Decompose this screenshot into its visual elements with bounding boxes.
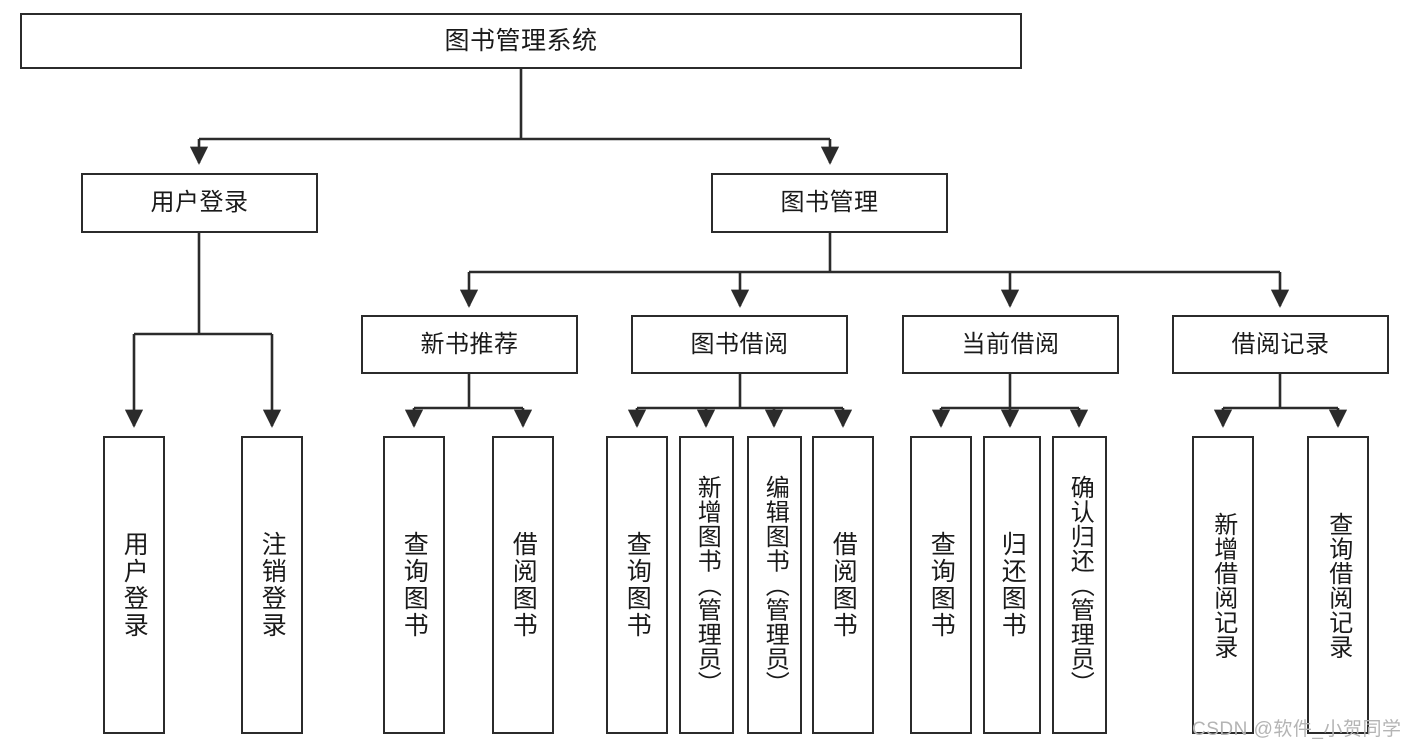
node-label: 当前借阅 <box>961 330 1060 358</box>
node-label: 新书推荐 <box>420 330 519 358</box>
leaf-new-book-borrow[interactable]: 借阅图书 <box>492 436 554 734</box>
node-label: 查询图书 <box>400 531 429 639</box>
node-label: 用户登录 <box>120 531 149 639</box>
node-borrow-record[interactable]: 借阅记录 <box>1172 315 1389 374</box>
leaf-user-login-logout[interactable]: 注销登录 <box>241 436 303 734</box>
leaf-book-borrow-borrow[interactable]: 借阅图书 <box>812 436 874 734</box>
node-label: 归还图书 <box>998 531 1027 639</box>
node-label: 图书管理系统 <box>444 26 598 55</box>
node-label: 确认归还（管理员） <box>1066 474 1094 696</box>
node-label: 借阅图书 <box>829 531 858 639</box>
csdn-watermark: CSDN @软件_小贺同学 <box>1192 719 1402 740</box>
node-label: 查询图书 <box>927 531 956 639</box>
leaf-current-borrow-return[interactable]: 归还图书 <box>983 436 1041 734</box>
node-book-borrow[interactable]: 图书借阅 <box>631 315 848 374</box>
leaf-current-borrow-query[interactable]: 查询图书 <box>910 436 972 734</box>
node-new-book-recommend[interactable]: 新书推荐 <box>361 315 578 374</box>
node-current-borrow[interactable]: 当前借阅 <box>902 315 1119 374</box>
leaf-borrow-record-query[interactable]: 查询借阅记录 <box>1307 436 1369 734</box>
node-label: 图书管理 <box>780 189 879 217</box>
leaf-user-login-login[interactable]: 用户登录 <box>103 436 165 734</box>
node-label: 借阅图书 <box>509 531 538 639</box>
node-label: 查询借阅记录 <box>1324 511 1352 659</box>
leaf-book-borrow-add-admin[interactable]: 新增图书（管理员） <box>679 436 734 734</box>
leaf-new-book-query[interactable]: 查询图书 <box>383 436 445 734</box>
node-label: 新增借阅记录 <box>1209 511 1237 659</box>
leaf-borrow-record-add[interactable]: 新增借阅记录 <box>1192 436 1254 734</box>
node-root-system[interactable]: 图书管理系统 <box>20 13 1022 69</box>
leaf-book-borrow-edit-admin[interactable]: 编辑图书（管理员） <box>747 436 802 734</box>
leaf-book-borrow-query[interactable]: 查询图书 <box>606 436 668 734</box>
node-book-management[interactable]: 图书管理 <box>711 173 948 233</box>
node-label: 注销登录 <box>258 531 287 639</box>
node-user-login[interactable]: 用户登录 <box>81 173 318 233</box>
node-label: 查询图书 <box>623 531 652 639</box>
node-label: 图书借阅 <box>690 330 789 358</box>
node-label: 新增图书（管理员） <box>693 474 721 696</box>
node-label: 用户登录 <box>150 189 249 217</box>
node-label: 编辑图书（管理员） <box>761 474 789 696</box>
leaf-current-borrow-confirm-admin[interactable]: 确认归还（管理员） <box>1052 436 1107 734</box>
node-label: 借阅记录 <box>1231 330 1330 358</box>
